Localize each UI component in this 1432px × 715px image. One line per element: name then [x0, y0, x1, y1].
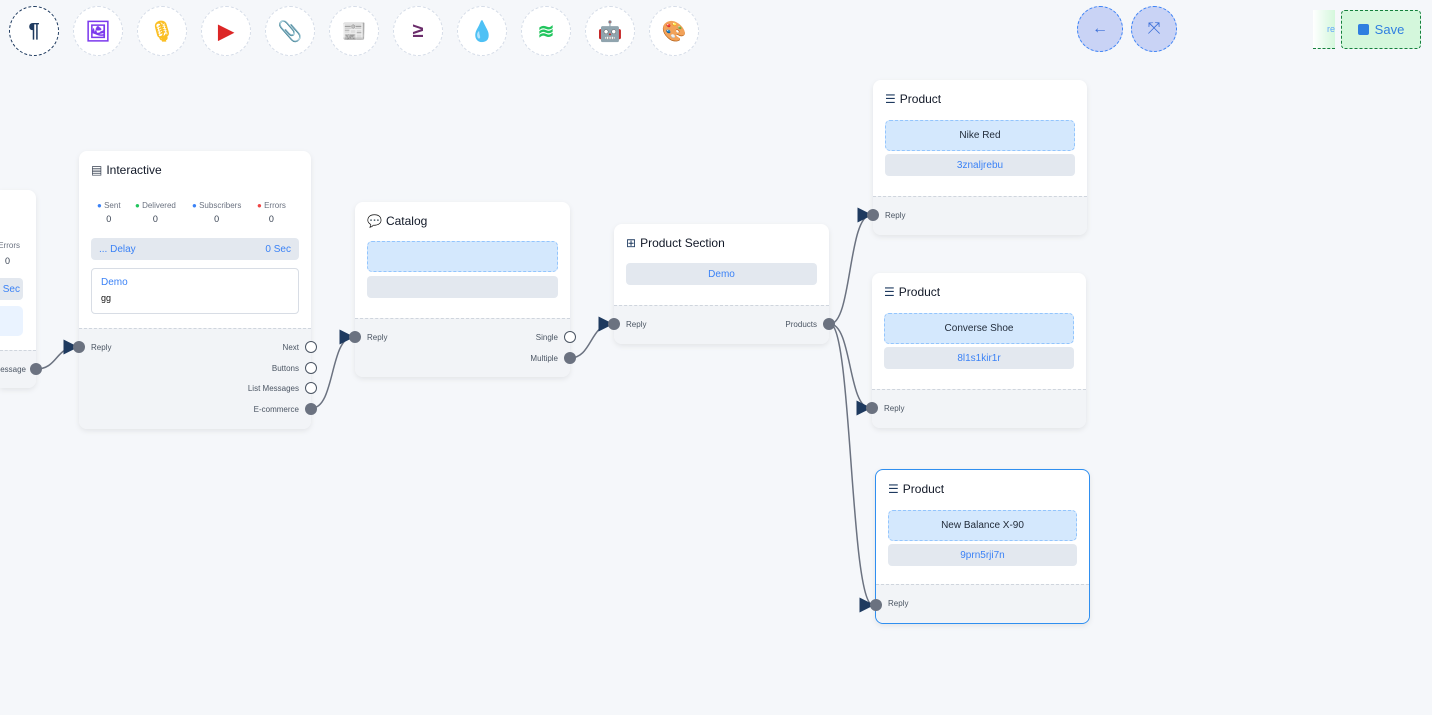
partial-button[interactable]: re	[1313, 10, 1335, 49]
image-icon: 🖼	[85, 20, 111, 43]
output-handle-multiple[interactable]	[564, 352, 576, 364]
table-icon: ⊞	[626, 236, 637, 250]
paragraph-icon: ¶	[28, 19, 40, 42]
output-handle[interactable]	[30, 363, 42, 375]
message-box	[0, 306, 23, 336]
toolbar-button-newspaper[interactable]: 📰	[329, 6, 379, 56]
output-handle-buttons[interactable]	[305, 361, 317, 374]
bars-icon: ☰	[888, 482, 899, 496]
product-section-node[interactable]: ⊞Product Section Demo Reply Products	[608, 224, 835, 344]
catalog-id	[367, 276, 558, 298]
product-name[interactable]: Converse Shoe	[884, 313, 1074, 344]
floppy-disk-icon	[1357, 24, 1369, 35]
catalog-node[interactable]: 💬Catalog Reply Single Multiple	[349, 202, 576, 377]
back-button[interactable]: ←	[1077, 6, 1123, 52]
input-handle[interactable]	[870, 599, 882, 611]
delay-bar[interactable]: Sec	[0, 278, 23, 300]
compress-icon: ⤧	[1147, 20, 1161, 37]
greater-equal-icon: ≥	[412, 19, 424, 42]
stat-icon: ●	[135, 201, 140, 210]
partial-node[interactable]: Errors 0 Sec essage	[0, 190, 42, 388]
output-handle-next[interactable]	[305, 341, 317, 353]
stat-icon: ●	[192, 201, 197, 210]
edge-interactive-to-catalog	[311, 329, 355, 409]
input-handle[interactable]	[608, 318, 620, 330]
product-name[interactable]: New Balance X-90	[888, 510, 1077, 541]
bars-icon: ☰	[885, 92, 896, 106]
catalog-item[interactable]	[367, 241, 558, 272]
bars-icon: ☰	[884, 285, 895, 299]
palette-icon: 🎨	[661, 20, 687, 43]
arrow-left-icon: ←	[1092, 20, 1108, 37]
comment-dots-icon: 💬	[367, 214, 382, 228]
save-button[interactable]: Save	[1341, 10, 1421, 49]
edge-section-to-product-3	[829, 323, 875, 613]
stat-icon: ●	[97, 201, 102, 210]
robot-icon: 🤖	[597, 20, 623, 43]
toolbar-button-palette[interactable]: 🎨	[649, 6, 699, 56]
product-node[interactable]: ☰Product New Balance X-90 9prn5rji7n Rep…	[870, 469, 1090, 624]
toolbar-button-greater-equal[interactable]: ≥	[393, 6, 443, 56]
toolbar-button-youtube[interactable]: ▶	[201, 6, 251, 56]
toolbar-button-droplet[interactable]: 💧	[457, 6, 507, 56]
product-node[interactable]: ☰Product Nike Red 3znaljrebu Reply	[867, 80, 1087, 235]
output-handle-products[interactable]	[823, 318, 835, 330]
newspaper-icon: 📰	[341, 20, 367, 43]
edge-section-to-product-1	[829, 207, 873, 325]
edge-section-to-product-2	[829, 323, 872, 416]
microphone-icon: 🎙	[149, 20, 175, 43]
input-handle[interactable]	[349, 331, 361, 343]
paperclip-icon: 📎	[277, 20, 303, 43]
newspaper-icon: ▤	[91, 163, 103, 177]
edge-left-to-interactive	[35, 339, 79, 370]
output-handle-single[interactable]	[564, 331, 576, 343]
product-id: 9prn5rji7n	[888, 544, 1077, 566]
section-name[interactable]: Demo	[626, 263, 817, 285]
stat-icon: ●	[257, 201, 262, 210]
product-id: 8l1s1kir1r	[884, 347, 1074, 369]
product-node[interactable]: ☰Product Converse Shoe 8l1s1kir1r Reply	[866, 273, 1086, 428]
toolbar-button-paragraph[interactable]: ¶	[9, 6, 59, 56]
product-id: 3znaljrebu	[885, 154, 1075, 176]
input-handle[interactable]	[866, 402, 878, 414]
droplet-icon: 💧	[469, 20, 495, 43]
product-name[interactable]: Nike Red	[885, 120, 1075, 151]
toolbar-button-stack-overflow[interactable]: ≋	[521, 6, 571, 56]
toolbar-button-robot[interactable]: 🤖	[585, 6, 635, 56]
toolbar-button-microphone[interactable]: 🎙	[137, 6, 187, 56]
input-handle[interactable]	[867, 209, 879, 221]
compress-button[interactable]: ⤧	[1131, 6, 1177, 52]
toolbar-button-paperclip[interactable]: 📎	[265, 6, 315, 56]
message-card[interactable]: Demo gg	[91, 268, 299, 314]
input-handle[interactable]	[73, 341, 85, 353]
youtube-icon: ▶	[218, 20, 234, 43]
output-handle-list-messages[interactable]	[305, 382, 317, 394]
stack-overflow-icon: ≋	[537, 20, 555, 43]
output-handle-e-commerce[interactable]	[305, 402, 317, 415]
toolbar-button-image[interactable]: 🖼	[73, 6, 123, 56]
edge-catalog-to-section	[569, 316, 614, 359]
